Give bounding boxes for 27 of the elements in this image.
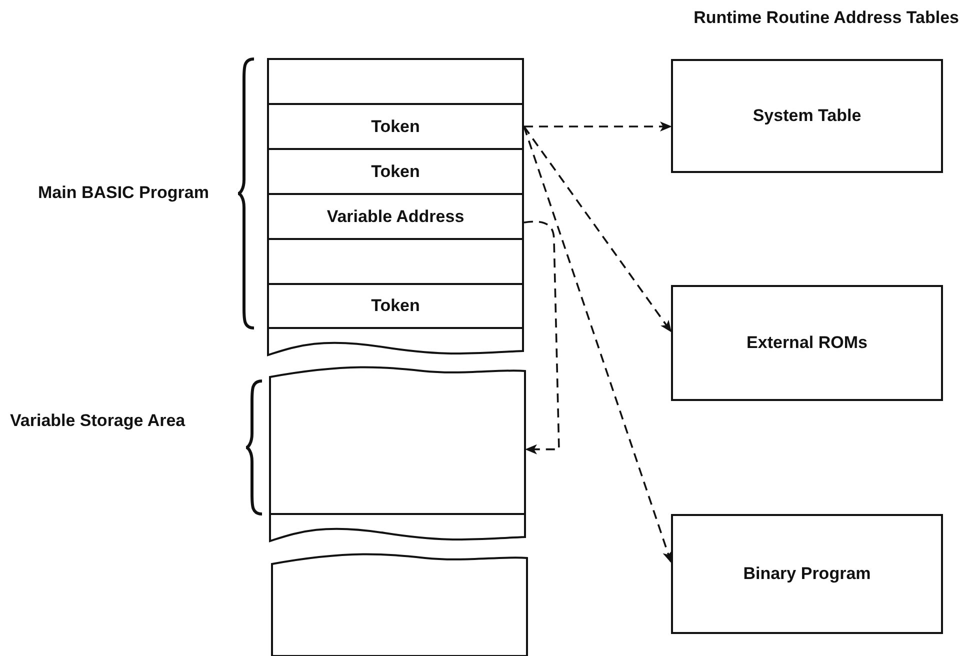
memory-row: [268, 149, 523, 194]
memory-block: [272, 554, 527, 656]
memory-row: [268, 59, 523, 104]
memory-block: [270, 367, 525, 514]
arrow: [524, 220, 560, 454]
table-box: [672, 60, 942, 172]
region-label: Variable Storage Area: [10, 411, 186, 431]
memory-row: [268, 284, 523, 328]
column-heading: Runtime Routine Address Tables: [694, 8, 959, 28]
memory-row: [268, 328, 523, 355]
region-label: Main BASIC Program: [38, 183, 209, 203]
memory-row: [268, 239, 523, 284]
memory-row: [270, 514, 525, 541]
table-name: System Table: [752, 106, 862, 126]
table-box: [672, 515, 942, 633]
memory-row: [268, 104, 523, 149]
table-name: Binary Program: [743, 564, 871, 584]
row-label: Variable Address: [326, 206, 464, 226]
row-label: Token: [371, 116, 420, 136]
row-label: Token: [371, 296, 420, 316]
memory-row: [268, 194, 523, 239]
row-label: Token: [371, 162, 420, 182]
arrow: [523, 126, 672, 564]
arrow: [523, 126, 672, 332]
arrow: [524, 122, 672, 132]
table-name: External ROMs: [746, 333, 868, 353]
table-box: [672, 286, 942, 400]
